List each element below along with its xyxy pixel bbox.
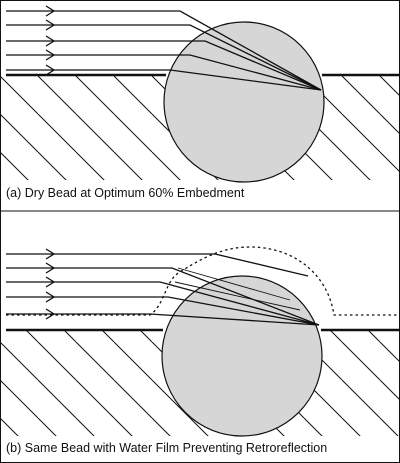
water-film: [6, 246, 400, 316]
incident-rays: [6, 5, 322, 91]
glass-bead: [163, 21, 325, 183]
caption-panel-b: (b) Same Bead with Water Film Preventing…: [6, 441, 328, 455]
glass-bead: [161, 275, 323, 437]
panel-a: [0, 5, 400, 183]
incident-rays: [6, 248, 320, 326]
panel-b: [0, 246, 400, 437]
caption-panel-a: (a) Dry Bead at Optimum 60% Embedment: [6, 186, 245, 200]
